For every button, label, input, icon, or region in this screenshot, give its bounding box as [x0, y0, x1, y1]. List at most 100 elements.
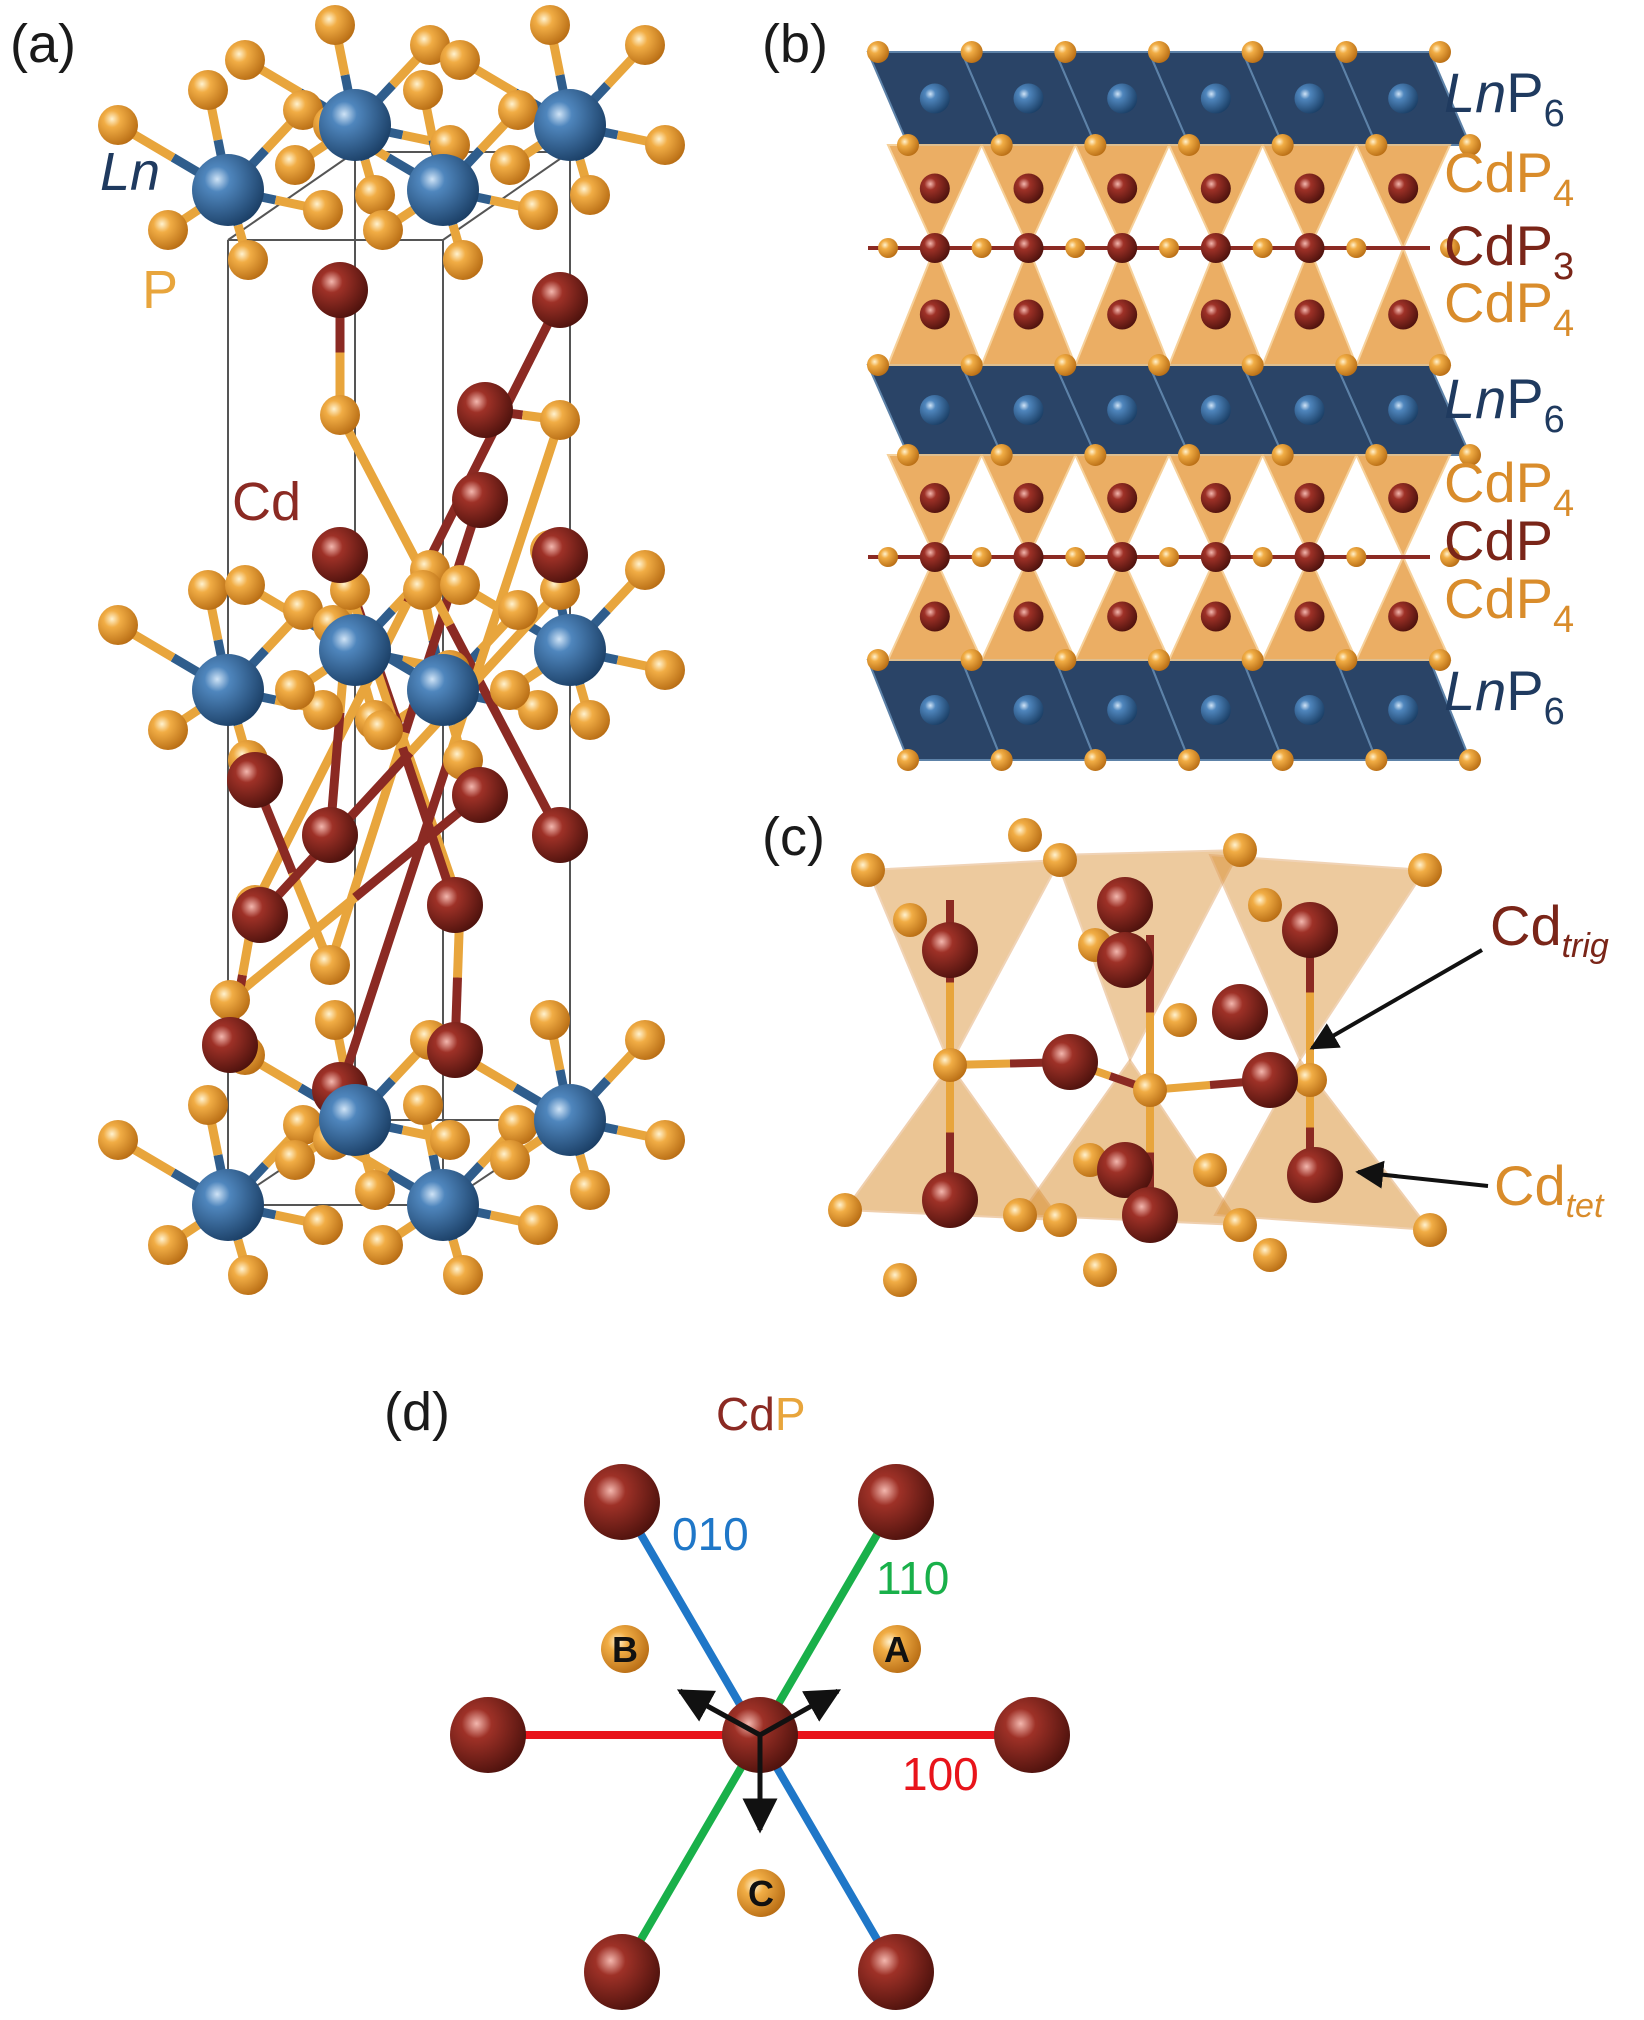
direction-110-label: 110: [876, 1552, 949, 1604]
p-atom: [960, 41, 983, 63]
cd-atom: [457, 382, 513, 438]
p-atom: [1148, 649, 1170, 671]
ln-atom: [1107, 83, 1138, 114]
p-atom: [1148, 41, 1170, 63]
ln-atom: [319, 1084, 391, 1156]
cd-atom: [1294, 483, 1325, 513]
displacement-arrows: [676, 1688, 842, 1834]
p-atom: [315, 1000, 355, 1040]
p-atom: [310, 945, 350, 985]
cd-atom: [452, 472, 508, 528]
cd-atom: [1013, 601, 1044, 632]
p-atom: [1429, 649, 1451, 671]
p-atom: [188, 70, 228, 110]
p-atom: [625, 550, 665, 590]
p-atom: [540, 400, 580, 440]
p-atom: [933, 1048, 967, 1082]
p-atom: [490, 145, 530, 185]
panel-d-cd-atoms: [450, 1464, 1070, 2010]
cd-atom: [452, 767, 508, 823]
panel-a: (a) Ln P Cd: [10, 5, 685, 1295]
p-atom: [1271, 749, 1294, 771]
layer-label-1: CdP4: [1444, 141, 1574, 215]
cd-atom: [1388, 299, 1419, 330]
p-atom: [1054, 41, 1077, 63]
cd-atom: [1388, 173, 1419, 204]
p-atom: [1043, 843, 1077, 877]
p-atom: [443, 240, 483, 280]
ln-atom: [1294, 83, 1325, 114]
cd-atom: [1097, 1142, 1153, 1198]
p-atom: [1459, 444, 1481, 466]
p-atom: [530, 5, 570, 45]
p-atom: [867, 649, 889, 671]
bond: [446, 622, 564, 838]
cd-atom: [302, 807, 358, 863]
cd-atom: [919, 299, 950, 330]
cd-atom: [427, 1022, 483, 1078]
p-atom: [1440, 547, 1460, 567]
ln-atom: [919, 83, 950, 114]
layer-label-4: LnP6: [1444, 367, 1565, 441]
p-atom: [1065, 547, 1086, 567]
ln-atom: [1388, 695, 1419, 725]
ln-atom: [919, 395, 950, 425]
p-atom: [1133, 1073, 1167, 1107]
cd-atom: [1294, 299, 1325, 330]
cd-atom: [232, 887, 288, 943]
p-atom: [403, 70, 443, 110]
p-atom: [363, 710, 403, 750]
p-atom: [883, 1263, 917, 1297]
p-atom: [990, 444, 1013, 466]
ln-atom: [319, 614, 391, 686]
p-atom: [851, 853, 885, 887]
p-atom: [1178, 134, 1200, 156]
cd-atom: [1282, 902, 1338, 958]
cd-atom: [1200, 542, 1231, 572]
layer-label-5: CdP4: [1444, 451, 1574, 525]
layer-label-3: CdP4: [1444, 271, 1574, 345]
p-atom: [828, 1193, 862, 1227]
p-atom: [1365, 134, 1388, 156]
direction-010-label: 010: [672, 1508, 749, 1560]
p-atom: [355, 175, 395, 215]
p-atom: [1008, 818, 1042, 852]
p-atom: [363, 1225, 403, 1265]
p-atom: [225, 40, 265, 80]
p-atom: [625, 25, 665, 65]
p-atom: [960, 649, 983, 671]
cd-atom: [1107, 173, 1138, 204]
p-atom: [990, 749, 1013, 771]
p-atom: [430, 1120, 470, 1160]
svg-text:B: B: [612, 1629, 638, 1670]
layer-label-0: LnP6: [1444, 61, 1565, 135]
cd-atom: [532, 527, 588, 583]
cd-atom: [922, 1172, 978, 1228]
cd-atom: [1294, 173, 1325, 204]
ln-atom: [1013, 395, 1044, 425]
p-atom: [1413, 1213, 1447, 1247]
p-atom: [530, 1000, 570, 1040]
direction-100-label: 100: [902, 1748, 979, 1800]
p-atom: [971, 238, 992, 258]
cd-atom: [1107, 233, 1138, 263]
p-atom: [440, 565, 480, 605]
cd-atom: [1107, 483, 1138, 513]
ln-atom-label: Ln: [100, 142, 160, 202]
p-atom: [1335, 354, 1358, 376]
cd-atom: [1294, 601, 1325, 632]
p-atom: [320, 395, 360, 435]
p-atom: [498, 90, 538, 130]
p-atom-label: P: [142, 260, 178, 320]
p-atom: [440, 40, 480, 80]
ln-atom: [1388, 83, 1419, 114]
ln-atom: [1388, 395, 1419, 425]
arrow-toward-b: [676, 1688, 762, 1738]
cd-atom: [227, 752, 283, 808]
cd-atom: [427, 877, 483, 933]
p-atom: [1054, 649, 1077, 671]
p-atom: [1178, 749, 1200, 771]
p-atom: [410, 25, 450, 65]
site-b-marker: B: [601, 1625, 649, 1673]
p-atom: [971, 547, 992, 567]
